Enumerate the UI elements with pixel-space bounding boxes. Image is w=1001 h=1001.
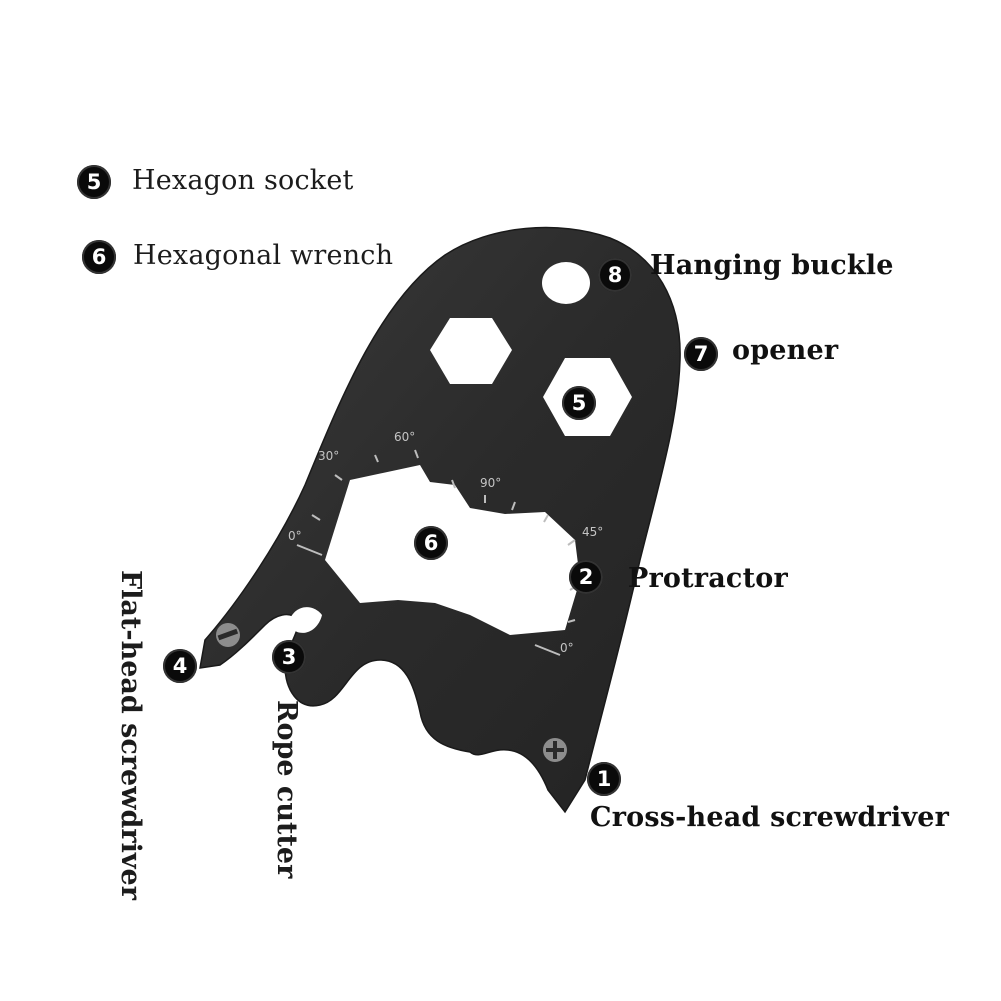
callout-badge-8: 8 (598, 258, 632, 292)
callout-badge-2: 2 (569, 560, 603, 594)
callout-cross-head-screwdriver: Cross-head screwdriver (590, 802, 950, 833)
tick-60: 60° (394, 430, 415, 444)
callout-rope-cutter: Rope cutter (271, 700, 302, 879)
hex-cutout-small (430, 318, 512, 384)
tick-45: 45° (582, 525, 603, 539)
hex-wrench-cutout (325, 465, 580, 635)
legend-badge-5: 5 (77, 165, 111, 199)
callout-hanging-buckle: Hanging buckle (650, 250, 894, 281)
tick-90: 90° (480, 476, 501, 490)
protractor-tick-labels: 30° 60° 90° 45° 0° 0° (288, 430, 603, 655)
rope-cutter-notch (288, 607, 322, 633)
tick-0-right: 0° (560, 641, 574, 655)
hanging-hole (542, 262, 590, 304)
callout-opener: opener (732, 335, 839, 366)
legend-hexagon-socket: Hexagon socket (132, 165, 354, 196)
callout-badge-4: 4 (163, 649, 197, 683)
tick-0-left: 0° (288, 529, 302, 543)
callout-badge-7: 7 (684, 337, 718, 371)
protractor-ticks (296, 449, 579, 656)
callout-protractor: Protractor (628, 563, 788, 594)
flat-head-symbol (216, 623, 240, 647)
legend-hexagonal-wrench: Hexagonal wrench (133, 240, 394, 271)
tick-30: 30° (318, 449, 339, 463)
marker-hex-socket: 5 (562, 386, 596, 420)
legend-badge-6: 6 (82, 240, 116, 274)
callout-badge-1: 1 (587, 762, 621, 796)
callout-badge-3: 3 (272, 640, 306, 674)
marker-hex-wrench: 6 (414, 526, 448, 560)
callout-flat-head-screwdriver: Flat-head screwdriver (115, 570, 146, 900)
cross-head-symbol (543, 738, 567, 762)
